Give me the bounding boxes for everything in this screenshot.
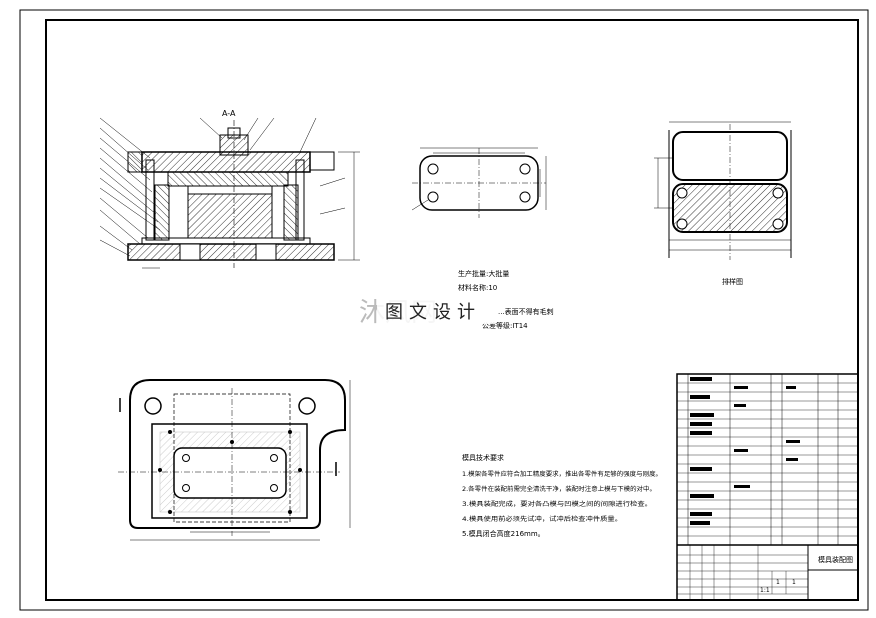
title-block — [676, 373, 859, 601]
watermark-text: 图文设计 — [385, 302, 481, 323]
spec-line-3: ...表面不得有毛刺 — [498, 307, 554, 316]
part-plan-view — [411, 147, 547, 218]
section-label: A-A — [222, 109, 236, 118]
tech-req-item-1: 1.模架各零件应符合加工精度要求，推出各零件有足够的强度与刚度。 — [462, 470, 662, 478]
outer-border — [19, 9, 869, 611]
inner-border — [45, 19, 859, 601]
scale-value: 1:1 — [760, 587, 770, 594]
spec-line-1: 生产批量:大批量 — [458, 269, 509, 278]
assembly-section-view — [99, 117, 360, 269]
strip-layout-view — [654, 121, 792, 260]
tech-req-title: 模具技术要求 — [462, 453, 504, 462]
layout-label: 排样图 — [722, 277, 743, 286]
spec-line-2: 材料名称:10 — [458, 283, 497, 292]
tech-req-item-2: 2.各零件在装配前需完全清洗干净，装配时注意上模与下模的对中。 — [462, 485, 656, 493]
drawing-name: 模具装配图 — [818, 555, 853, 564]
tech-req-item-5: 5.模具闭合高度216mm。 — [462, 529, 545, 538]
spec-line-4: 公差等级:IT14 — [482, 321, 528, 330]
tech-req-item-3: 3.模具装配完成，要对各凸模与凹模之间的间隙进行检查。 — [462, 500, 652, 508]
sheet-no: 1 — [792, 579, 796, 586]
tech-req-item-4: 4.模具使用前必须先试冲，试冲后检查冲件质量。 — [462, 515, 622, 523]
watermark-box — [377, 294, 495, 324]
sheet-count: 1 — [776, 579, 780, 586]
watermark: 沐风网 图文设计 — [355, 290, 515, 330]
lower-die-plan-view — [118, 379, 351, 541]
